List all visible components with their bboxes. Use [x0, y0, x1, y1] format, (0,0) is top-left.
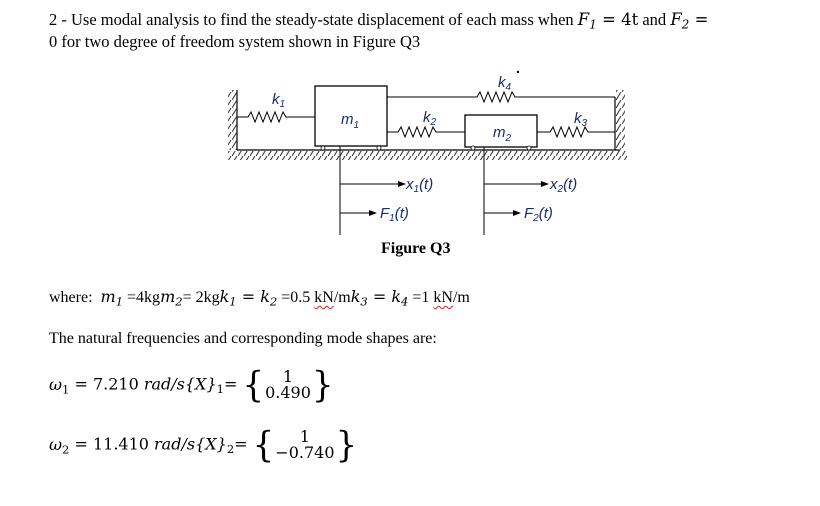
- k1-k2-value: =0.5: [277, 289, 315, 306]
- two-dof-system-diagram: k1 m1 k4 k2 m2 k3 x1(t) F1(t) x2(t) F2(t…: [228, 70, 628, 235]
- label-k1: k1: [272, 91, 285, 110]
- k3-k4-value: =1: [408, 289, 434, 306]
- f2-equals: =: [689, 10, 709, 29]
- k4-symbol: k4: [391, 287, 409, 309]
- label-f1: F1(t): [380, 205, 409, 224]
- m2-symbol: m2: [160, 287, 183, 309]
- spring-k1: [237, 110, 315, 124]
- omega-1-value: = 7.210: [69, 374, 144, 394]
- equals: =: [236, 287, 261, 306]
- left-wall: [228, 90, 238, 150]
- vector-bottom: 0.490: [265, 383, 311, 402]
- f2-symbol: F2: [670, 10, 690, 32]
- spring-k3: [537, 125, 615, 139]
- modes-intro: The natural frequencies and correspondin…: [49, 330, 437, 347]
- mode-vector-label: {X}: [184, 374, 217, 394]
- given-values: where: m1 =4kgm2= 2kgk1 = k2 =0.5 kN/mk3…: [49, 287, 470, 307]
- label-m2: m2: [493, 124, 512, 144]
- mass-m1: [314, 85, 388, 147]
- equals: =: [234, 434, 248, 454]
- label-k2: k2: [423, 109, 437, 128]
- label-m1: m1: [341, 111, 359, 131]
- problem-statement-line-1: 2 - Use modal analysis to find the stead…: [49, 10, 709, 32]
- label-x2: x2(t): [549, 176, 577, 195]
- equals: =: [223, 374, 238, 394]
- ground: [228, 149, 628, 160]
- m1-value: =4kg: [123, 289, 161, 306]
- mode-shape-vector-2: { 1−0.740 }: [252, 424, 358, 466]
- unit-rad-s: rad/s: [154, 434, 196, 454]
- unit-kn: kN: [433, 289, 453, 306]
- label-k3: k3: [574, 110, 588, 129]
- label-f2: F2(t): [524, 205, 553, 224]
- mode-2: ω2 = 11.410 rad/s{X}2= { 1−0.740 }: [49, 424, 358, 466]
- spring-k4: [387, 90, 615, 104]
- equals: =: [367, 287, 392, 306]
- f1-value: = 4t: [596, 10, 639, 29]
- omega-1: ω1: [49, 374, 70, 396]
- figure-caption: Figure Q3: [381, 240, 451, 257]
- mass-m2: [464, 114, 538, 148]
- m2-value: = 2kg: [182, 289, 220, 306]
- vector-top: 1: [299, 427, 310, 446]
- k2-symbol: k2: [260, 287, 278, 309]
- and-text: and: [638, 10, 671, 29]
- mode-vector-label: {X}: [195, 434, 227, 454]
- k1-symbol: k1: [219, 287, 237, 309]
- k3-symbol: k3: [350, 287, 368, 309]
- problem-statement-line-2: 0 for two degree of freedom system shown…: [49, 32, 421, 51]
- where-label: where:: [49, 289, 93, 306]
- omega-2: ω2: [49, 434, 70, 456]
- m1-symbol: m1: [100, 287, 124, 309]
- unit-kn: kN: [314, 289, 334, 306]
- spring-k2: [387, 125, 465, 139]
- right-wall: [614, 90, 625, 152]
- unit-rad-s: rad/s: [143, 374, 185, 394]
- unit-per-m: /m: [333, 289, 351, 306]
- f1-symbol: F1: [577, 10, 597, 32]
- unit-per-m: /m: [452, 289, 470, 306]
- label-x1: x1(t): [405, 176, 433, 195]
- vector-bottom: −0.740: [275, 443, 335, 462]
- omega-2-value: = 11.410: [69, 434, 155, 454]
- problem-text: 2 - Use modal analysis to find the stead…: [49, 10, 578, 29]
- label-k4: k4: [498, 74, 512, 93]
- vector-top: 1: [282, 367, 294, 386]
